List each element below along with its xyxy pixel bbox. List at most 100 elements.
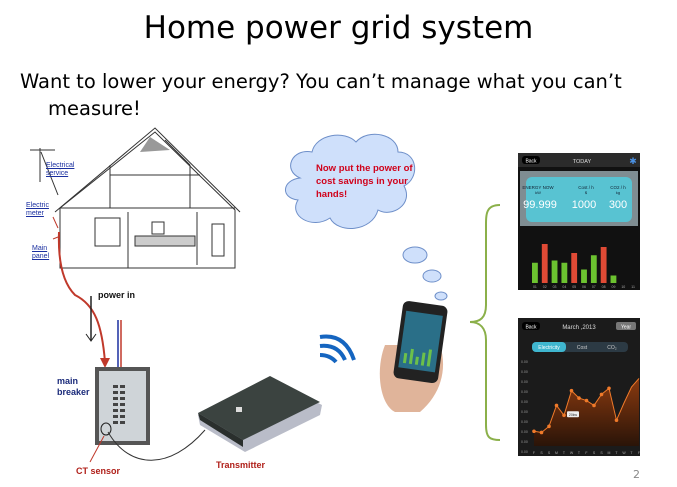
x-tick-label: W: [570, 451, 574, 455]
y-tick-label: 0.00: [521, 380, 528, 384]
data-point: [577, 396, 581, 400]
label-power-in: power in: [98, 290, 136, 300]
bar: [600, 247, 607, 283]
thought-cloud: [285, 133, 448, 301]
svg-text:CO2 / h: CO2 / h: [610, 185, 626, 190]
svg-text:kg: kg: [616, 190, 620, 195]
x-tick-label: 01: [533, 285, 537, 289]
svg-text:300: 300: [609, 199, 627, 211]
x-tick-label: 10: [621, 285, 625, 289]
data-point: [562, 413, 566, 418]
phone-in-hand: [379, 301, 448, 412]
y-tick-label: 0.00: [521, 370, 528, 374]
x-tick-label: F: [533, 451, 535, 455]
svg-text:kW: kW: [535, 190, 541, 195]
svg-text:Electricity: Electricity: [538, 345, 560, 351]
callout-label: 20kw: [569, 413, 578, 417]
x-tick-label: F: [585, 451, 587, 455]
data-point: [607, 386, 611, 391]
label-ct-sensor: CT sensor: [76, 466, 121, 476]
x-tick-label: 07: [592, 285, 596, 289]
year-button[interactable]: [616, 322, 636, 330]
back-button[interactable]: [522, 322, 540, 330]
house-illustration: [30, 127, 241, 269]
transmitter-device: [198, 376, 322, 452]
cloud-text: Now put the power of cost savings in you…: [316, 163, 413, 200]
screen-title: March ,2013: [562, 325, 596, 331]
x-tick-label: 11: [631, 285, 635, 289]
svg-text:Year: Year: [621, 325, 631, 331]
wire-red: [57, 231, 106, 363]
y-tick-label: 0.00: [521, 400, 528, 404]
svg-text:99.999: 99.999: [523, 199, 557, 211]
label-transmitter: Transmitter: [216, 460, 266, 470]
ct-pointer: [89, 435, 105, 463]
sensor-cable: [107, 429, 206, 461]
x-tick-label: S: [600, 451, 603, 455]
arrow-down-icon: [85, 296, 97, 342]
data-point: [569, 388, 574, 393]
svg-text:Cost / h: Cost / h: [578, 185, 594, 190]
bracket: [469, 204, 501, 441]
wifi-signal-icon: [319, 334, 356, 364]
x-tick-label: M: [608, 451, 611, 455]
x-tick-label: 06: [582, 285, 586, 289]
area-fill: [534, 378, 639, 446]
x-tick-label: W: [622, 451, 626, 455]
x-tick-label: S: [540, 451, 543, 455]
y-tick-label: 0.00: [521, 390, 528, 394]
data-point: [532, 429, 536, 434]
x-tick-label: 02: [543, 285, 547, 289]
x-tick-label: 04: [562, 285, 566, 289]
x-tick-label: T: [578, 451, 581, 455]
slide-title: Home power grid system: [143, 10, 534, 46]
x-tick-label: 08: [602, 285, 606, 289]
x-tick-label: M: [555, 451, 558, 455]
data-point: [599, 392, 604, 397]
x-tick-label: S: [593, 451, 596, 455]
tab-electricity[interactable]: [532, 342, 566, 352]
tab-cost[interactable]: Cost: [577, 345, 588, 351]
bar: [541, 244, 548, 283]
svg-text:1000: 1000: [572, 199, 596, 211]
x-tick-label: T: [615, 451, 618, 455]
bar: [571, 253, 578, 283]
x-tick-label: S: [548, 451, 551, 455]
data-point: [614, 418, 619, 422]
subtitle-line-1: Want to lower your energy? You can’t man…: [20, 70, 622, 93]
back-label: Back: [525, 159, 537, 165]
x-tick-label: 03: [553, 285, 557, 289]
bar: [590, 255, 597, 283]
breaker-panel: [95, 367, 150, 445]
callout-box: [567, 411, 579, 418]
bar: [532, 262, 538, 283]
data-point: [592, 403, 596, 408]
app-screen-month: Back March ,2013 Year Electricity Cost C…: [518, 318, 640, 456]
page-number: 2: [633, 468, 640, 481]
data-point: [539, 430, 544, 435]
y-tick-label: 0.00: [521, 420, 528, 424]
bar: [581, 269, 587, 283]
data-point: [584, 398, 589, 403]
tab-co2[interactable]: CO₂: [607, 345, 617, 351]
svg-text:$: $: [585, 190, 588, 195]
bar: [561, 262, 568, 283]
bar: [610, 275, 617, 283]
back-button[interactable]: [522, 156, 540, 164]
y-tick-label: 0.00: [521, 450, 528, 454]
y-tick-label: 0.00: [521, 430, 528, 434]
screen-title: TODAY: [573, 159, 592, 165]
bluetooth-icon: ✱: [629, 156, 637, 166]
subtitle-line-2: measure!: [48, 97, 141, 120]
x-tick-label: T: [563, 451, 566, 455]
x-tick-label: T: [630, 451, 633, 455]
bar: [551, 260, 558, 283]
x-tick-label: F: [638, 451, 640, 455]
back-label: Back: [525, 325, 537, 331]
y-tick-label: 0.00: [521, 410, 528, 414]
